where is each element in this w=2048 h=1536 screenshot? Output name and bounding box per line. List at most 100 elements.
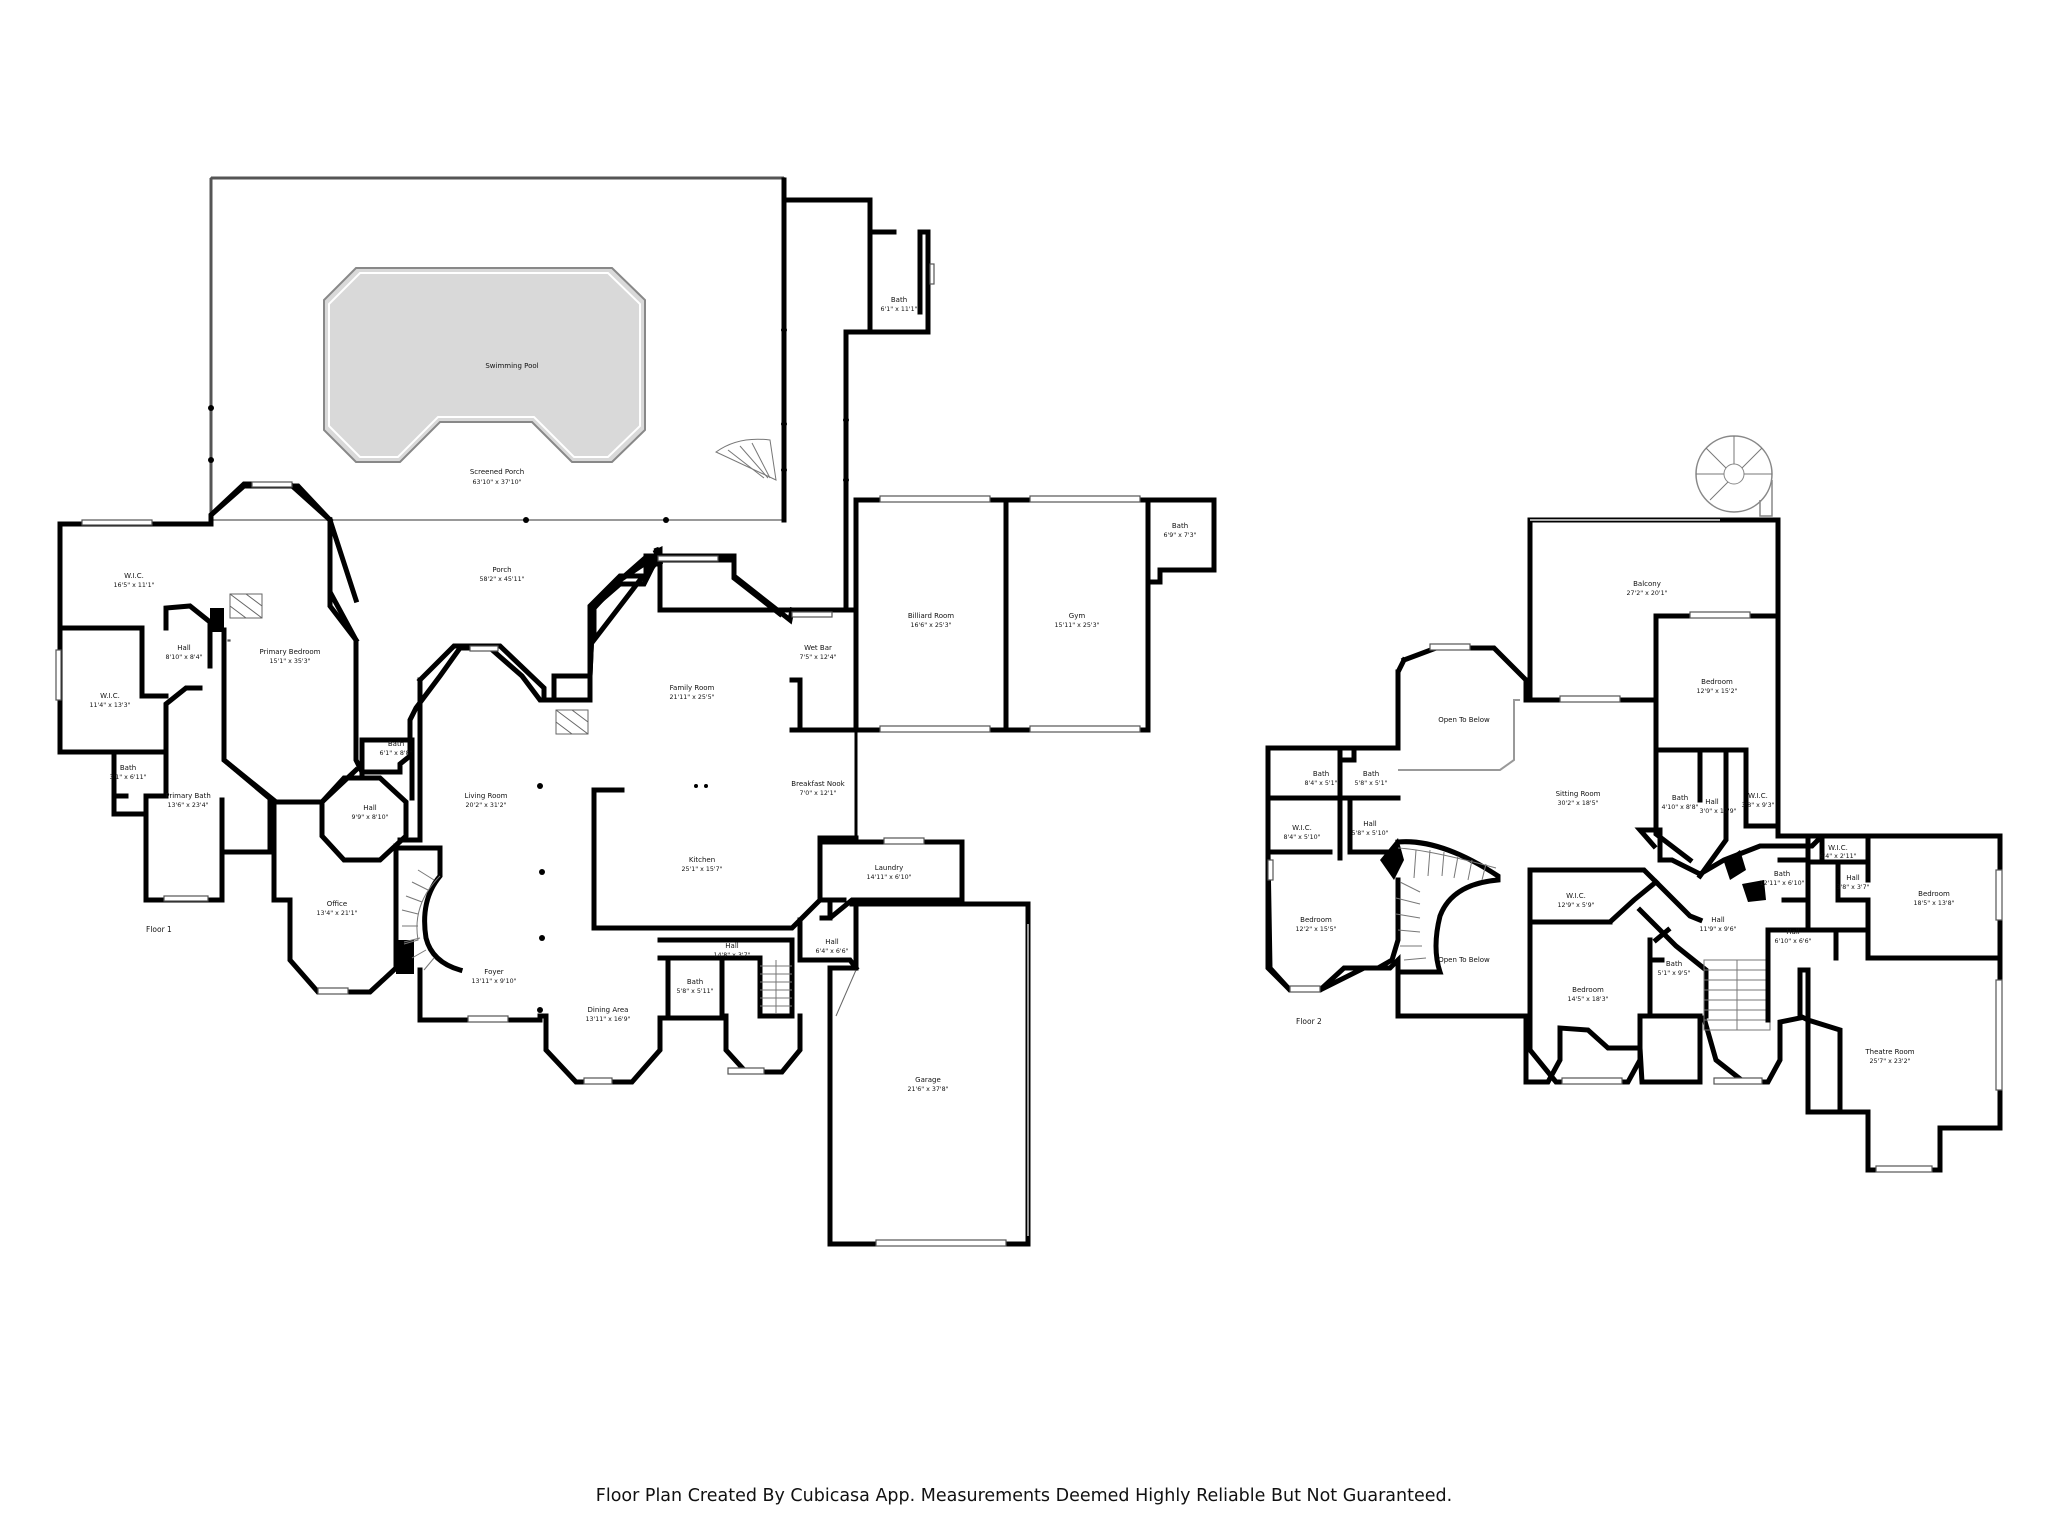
stair-newel <box>396 940 414 974</box>
room-dim: 8'10" x 8'4" <box>165 654 202 661</box>
room-name: Office <box>327 900 347 908</box>
room-name: Bedroom <box>1572 986 1604 994</box>
room-dim: 27'2" x 20'1" <box>1626 590 1667 597</box>
room-dim: 8'4" x 5'10" <box>1283 834 1320 841</box>
bedroom-12-9-walls <box>1643 613 1781 880</box>
room-name: Bedroom <box>1300 916 1332 924</box>
room-name: Bath <box>1672 794 1688 802</box>
room-name: Family Room <box>670 684 715 692</box>
room-name: W.I.C. <box>1828 844 1848 852</box>
room-name: Breakfast Nook <box>791 780 845 788</box>
room-name: Dining Area <box>588 1006 629 1014</box>
floor-2-exterior-walls <box>1265 645 2003 1173</box>
room-dim: 5'8" x 5'11" <box>676 988 713 995</box>
room-name: Hall <box>363 804 376 812</box>
foyer-dining-walls <box>417 955 671 1085</box>
room-dim: 15'1" x 35'3" <box>269 658 310 665</box>
room-name: Hall <box>1711 916 1724 924</box>
primary-bedroom-walls <box>208 483 360 806</box>
room-name: Bath <box>1363 770 1379 778</box>
room-name: Swimming Pool <box>485 362 538 370</box>
room-name: Bath <box>687 978 703 986</box>
room-name: Theatre Room <box>1864 1048 1914 1056</box>
room-dim: 12'11" x 6'10" <box>1759 880 1804 887</box>
floor-1-plan: Swimming Pool Screened Porch 63'10" x 37… <box>55 176 1217 1247</box>
floor-2-curved-stair <box>1395 839 1501 975</box>
room-name: W.I.C. <box>124 572 144 580</box>
room-name: W.I.C. <box>1748 792 1768 800</box>
bath-6-1-walls <box>359 737 415 801</box>
room-dim: 21'6" x 37'8" <box>907 1086 948 1093</box>
room-name: Bath <box>388 740 404 748</box>
room-dim: 6'1" x 11'1" <box>880 306 917 313</box>
room-name: Hall <box>1786 928 1799 936</box>
room-dim: 13'11" x 16'9" <box>585 1016 630 1023</box>
stair-landing-wedge <box>1724 850 1746 880</box>
room-dim: 8'4" x 5'1" <box>1304 780 1337 787</box>
primary-bedroom-column <box>210 608 224 632</box>
room-name: W.I.C. <box>1292 824 1312 832</box>
hall-walls <box>657 835 859 961</box>
pool-bath-walls <box>867 229 931 335</box>
living-room-walls <box>397 643 593 843</box>
basement-stair-treads <box>760 960 792 1014</box>
wet-bar-walls <box>789 607 859 731</box>
central-stair-treads <box>1703 959 1771 1031</box>
floor-2-labels: Balcony 27'2" x 20'1" Bedroom 12'9" x 15… <box>1283 580 1954 1065</box>
foyer-curved-stair-wall <box>393 845 464 974</box>
room-dim: 13'6" x 23'4" <box>167 802 208 809</box>
room-name: Kitchen <box>689 856 715 864</box>
porch-spiral-stair <box>715 438 777 481</box>
room-dim: 5'8" x 5'10" <box>1351 830 1388 837</box>
office-walls <box>271 801 399 995</box>
wic-divider <box>57 603 213 699</box>
center-bath-walls <box>1647 937 1703 1019</box>
room-name: W.I.C. <box>1566 892 1586 900</box>
room-dim: 25'1" x 15'7" <box>681 866 722 873</box>
swimming-pool-shape <box>323 267 646 463</box>
basement-stair-walls <box>723 955 803 1075</box>
porch-posts <box>208 327 849 523</box>
upper-hall-walls <box>1697 747 1781 829</box>
room-name: Bath <box>1774 870 1790 878</box>
pool-bath-window <box>929 263 935 285</box>
room-name: Bedroom <box>1918 890 1950 898</box>
room-dim: 6'4" x 6'6" <box>815 948 848 955</box>
room-name: Garage <box>915 1076 941 1084</box>
room-dim: 3'1" x 6'11" <box>109 774 146 781</box>
open-to-below-north-walls <box>1395 669 1529 751</box>
swimming-pool-edge <box>328 272 641 458</box>
floor-1-label: Floor 1 <box>146 925 172 934</box>
room-name: Hall <box>825 938 838 946</box>
floor-2-windows <box>1267 611 2003 1173</box>
room-dim: 7'0" x 12'1" <box>799 790 836 797</box>
room-dim: 6'1" x 8'8" <box>379 750 412 757</box>
porch-east-wall <box>781 177 873 523</box>
room-dim: 5'1" x 9'5" <box>1657 970 1690 977</box>
room-name: Sitting Room <box>1556 790 1601 798</box>
billiard-gym-walls <box>789 497 1217 733</box>
room-name: Bath <box>120 764 136 772</box>
floor-1-labels: Swimming Pool Screened Porch 63'10" x 37… <box>89 296 1196 1093</box>
room-dim: 15'11" x 25'3" <box>1054 622 1099 629</box>
room-name: Laundry <box>875 864 904 872</box>
room-dim: 25'7" x 23'2" <box>1869 1058 1910 1065</box>
room-dim: 12'9" x 5'9" <box>1557 902 1594 909</box>
sitting-room-walls <box>1527 697 1660 925</box>
room-dim: 20'2" x 31'2" <box>465 802 506 809</box>
foyer-stair-treads <box>401 869 441 971</box>
room-name: Screened Porch <box>470 468 524 476</box>
living-room-columns <box>537 783 708 1013</box>
balcony-spiral-stair <box>1695 435 1773 517</box>
floor-2-label: Floor 2 <box>1296 1017 1322 1026</box>
room-name: Hall <box>1846 874 1859 882</box>
footer-disclaimer: Floor Plan Created By Cubicasa App. Meas… <box>595 1486 1453 1506</box>
floor-1-exterior-walls <box>57 481 849 775</box>
room-dim: 63'10" x 37'10" <box>472 479 521 486</box>
bedroom-14-5-walls <box>1527 919 1653 1085</box>
room-name: Primary Bath <box>165 792 211 800</box>
center-hall-octagon <box>319 775 409 863</box>
room-dim: 3'8" x 9'3" <box>1741 802 1774 809</box>
room-dim: 58'2" x 45'11" <box>479 576 524 583</box>
room-dim: 30'2" x 18'5" <box>1557 800 1598 807</box>
